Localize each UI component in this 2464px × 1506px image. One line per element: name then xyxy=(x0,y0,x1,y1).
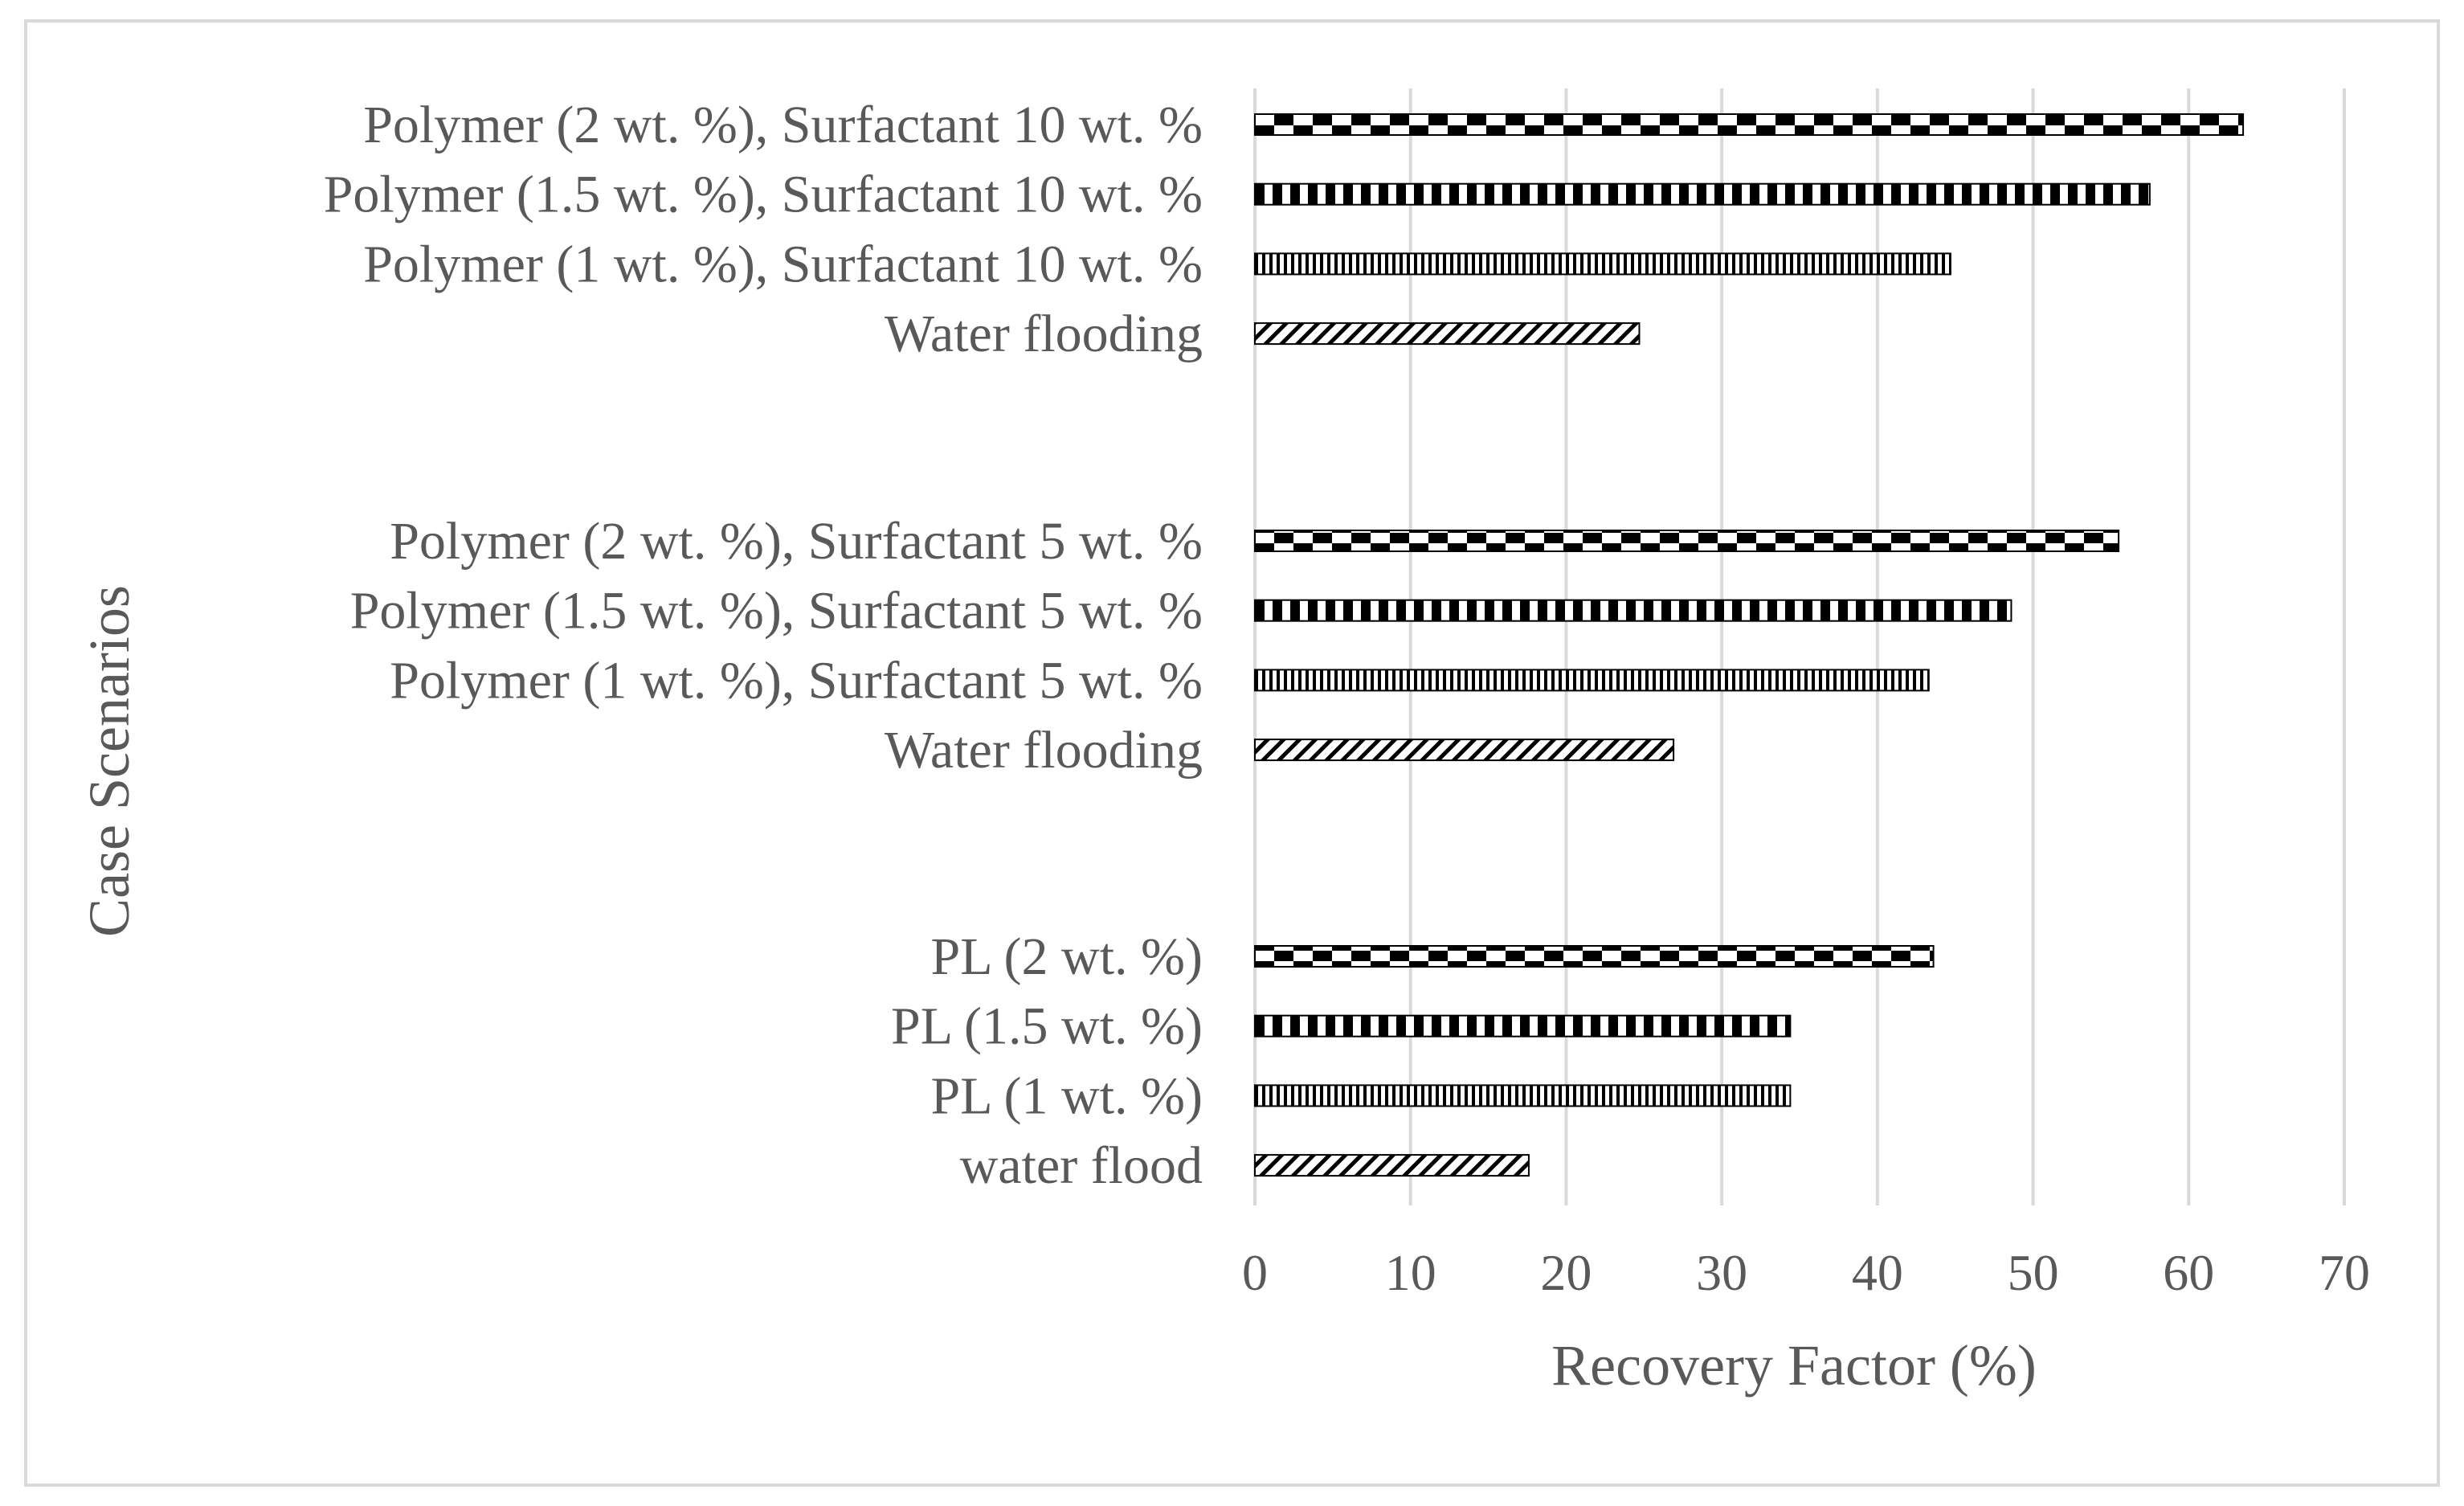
bar xyxy=(1254,1084,1792,1107)
category-label: water flood xyxy=(960,1136,1203,1195)
bar xyxy=(1254,1014,1792,1037)
chart-frame xyxy=(24,19,2440,1487)
bar xyxy=(1254,182,2151,206)
category-label: Polymer (1 wt. %), Surfactant 5 wt. % xyxy=(390,651,1203,710)
x-tick-label: 50 xyxy=(2008,1244,2059,1301)
bar xyxy=(1254,530,2120,552)
category-label: Polymer (1.5 wt. %), Surfactant 5 wt. % xyxy=(350,582,1203,640)
bar xyxy=(1254,599,2012,622)
category-label: Polymer (2 wt. %), Surfactant 10 wt. % xyxy=(363,96,1203,154)
category-label: Water flooding xyxy=(885,305,1203,363)
bar xyxy=(1254,739,1675,762)
x-tick-labels: 0 10 20 30 40 50 60 70 xyxy=(1242,1244,2370,1301)
category-label: Polymer (2 wt. %), Surfactant 5 wt. % xyxy=(390,512,1203,571)
bar xyxy=(1254,113,2245,136)
category-labels: Polymer (2 wt. %), Surfactant 10 wt. % Po… xyxy=(324,96,1203,1195)
x-tick-label: 40 xyxy=(1852,1244,1903,1301)
category-label: Polymer (1 wt. %), Surfactant 10 wt. % xyxy=(363,235,1203,293)
x-tick-label: 60 xyxy=(2163,1244,2214,1301)
category-label: PL (1.5 wt. %) xyxy=(891,997,1203,1056)
x-axis-title: Recovery Factor (%) xyxy=(1551,1333,2037,1398)
category-label: Water flooding xyxy=(885,721,1203,780)
x-tick-label: 70 xyxy=(2319,1244,2370,1301)
bars xyxy=(1254,113,2245,1177)
category-label: Polymer (1.5 wt. %), Surfactant 10 wt. % xyxy=(324,166,1203,224)
x-tick-label: 10 xyxy=(1385,1244,1436,1301)
bar xyxy=(1254,1154,1530,1177)
bar xyxy=(1254,322,1641,346)
x-tick-label: 20 xyxy=(1540,1244,1592,1301)
x-tick-label: 30 xyxy=(1696,1244,1747,1301)
category-label: PL (2 wt. %) xyxy=(930,927,1203,986)
bar xyxy=(1254,669,1930,692)
category-label: PL (1 wt. %) xyxy=(930,1066,1203,1125)
bar xyxy=(1254,252,1951,276)
x-tick-label: 0 xyxy=(1242,1244,1268,1301)
bar xyxy=(1254,945,1935,968)
y-axis-title: Case Scenarios xyxy=(77,585,141,937)
